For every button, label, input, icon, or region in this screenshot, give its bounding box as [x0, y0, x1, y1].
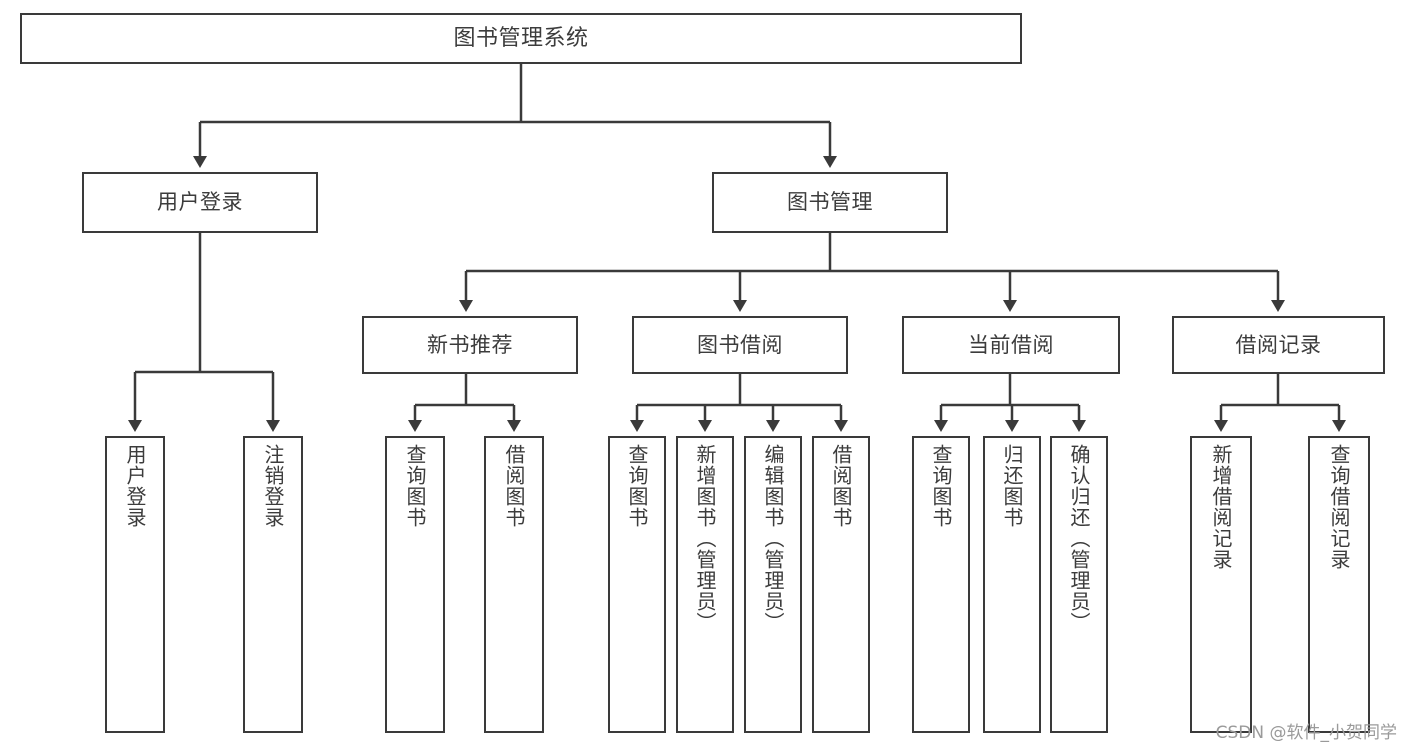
leaf-query-book-recommend-label: 查询图书 [403, 444, 427, 528]
leaf-edit-book-admin-label: 编辑图书（管理员） [761, 444, 785, 633]
leaf-borrow-book-recommend[interactable]: 借阅图书 [484, 436, 544, 733]
node-user-login-label: 用户登录 [157, 190, 243, 215]
leaf-logout[interactable]: 注销登录 [243, 436, 303, 733]
node-new-book-recommend-label: 新书推荐 [427, 332, 513, 357]
leaf-query-book-current[interactable]: 查询图书 [912, 436, 970, 733]
leaf-query-book-borrow-label: 查询图书 [625, 444, 649, 528]
leaf-user-login-label: 用户登录 [123, 444, 147, 528]
node-root[interactable]: 图书管理系统 [20, 13, 1022, 64]
leaf-return-book-label: 归还图书 [1000, 444, 1024, 528]
leaf-add-book-admin-label: 新增图书（管理员） [693, 444, 717, 633]
node-book-borrow[interactable]: 图书借阅 [632, 316, 848, 374]
node-borrow-records[interactable]: 借阅记录 [1172, 316, 1385, 374]
leaf-confirm-return-admin[interactable]: 确认归还（管理员） [1050, 436, 1108, 733]
node-borrow-records-label: 借阅记录 [1235, 332, 1322, 357]
node-current-borrow-label: 当前借阅 [968, 332, 1054, 357]
leaf-borrow-book-label: 借阅图书 [829, 444, 853, 528]
leaf-borrow-book-recommend-label: 借阅图书 [502, 444, 526, 528]
node-user-login[interactable]: 用户登录 [82, 172, 318, 233]
node-new-book-recommend[interactable]: 新书推荐 [362, 316, 578, 374]
leaf-query-book-borrow[interactable]: 查询图书 [608, 436, 666, 733]
leaf-add-book-admin[interactable]: 新增图书（管理员） [676, 436, 734, 733]
leaf-confirm-return-admin-label: 确认归还（管理员） [1067, 444, 1091, 633]
leaf-query-book-current-label: 查询图书 [929, 444, 953, 528]
leaf-logout-label: 注销登录 [261, 444, 285, 528]
leaf-query-borrow-record[interactable]: 查询借阅记录 [1308, 436, 1370, 733]
node-current-borrow[interactable]: 当前借阅 [902, 316, 1120, 374]
leaf-return-book[interactable]: 归还图书 [983, 436, 1041, 733]
leaf-query-book-recommend[interactable]: 查询图书 [385, 436, 445, 733]
leaf-add-borrow-record-label: 新增借阅记录 [1209, 444, 1233, 570]
node-book-borrow-label: 图书借阅 [697, 332, 783, 357]
leaf-query-borrow-record-label: 查询借阅记录 [1327, 444, 1351, 570]
leaf-user-login[interactable]: 用户登录 [105, 436, 165, 733]
watermark-text: CSDN @软件_小贺同学 [1215, 723, 1397, 743]
node-book-management[interactable]: 图书管理 [712, 172, 948, 233]
node-root-label: 图书管理系统 [453, 25, 589, 51]
leaf-add-borrow-record[interactable]: 新增借阅记录 [1190, 436, 1252, 733]
node-book-management-label: 图书管理 [787, 190, 873, 215]
leaf-edit-book-admin[interactable]: 编辑图书（管理员） [744, 436, 802, 733]
leaf-borrow-book[interactable]: 借阅图书 [812, 436, 870, 733]
